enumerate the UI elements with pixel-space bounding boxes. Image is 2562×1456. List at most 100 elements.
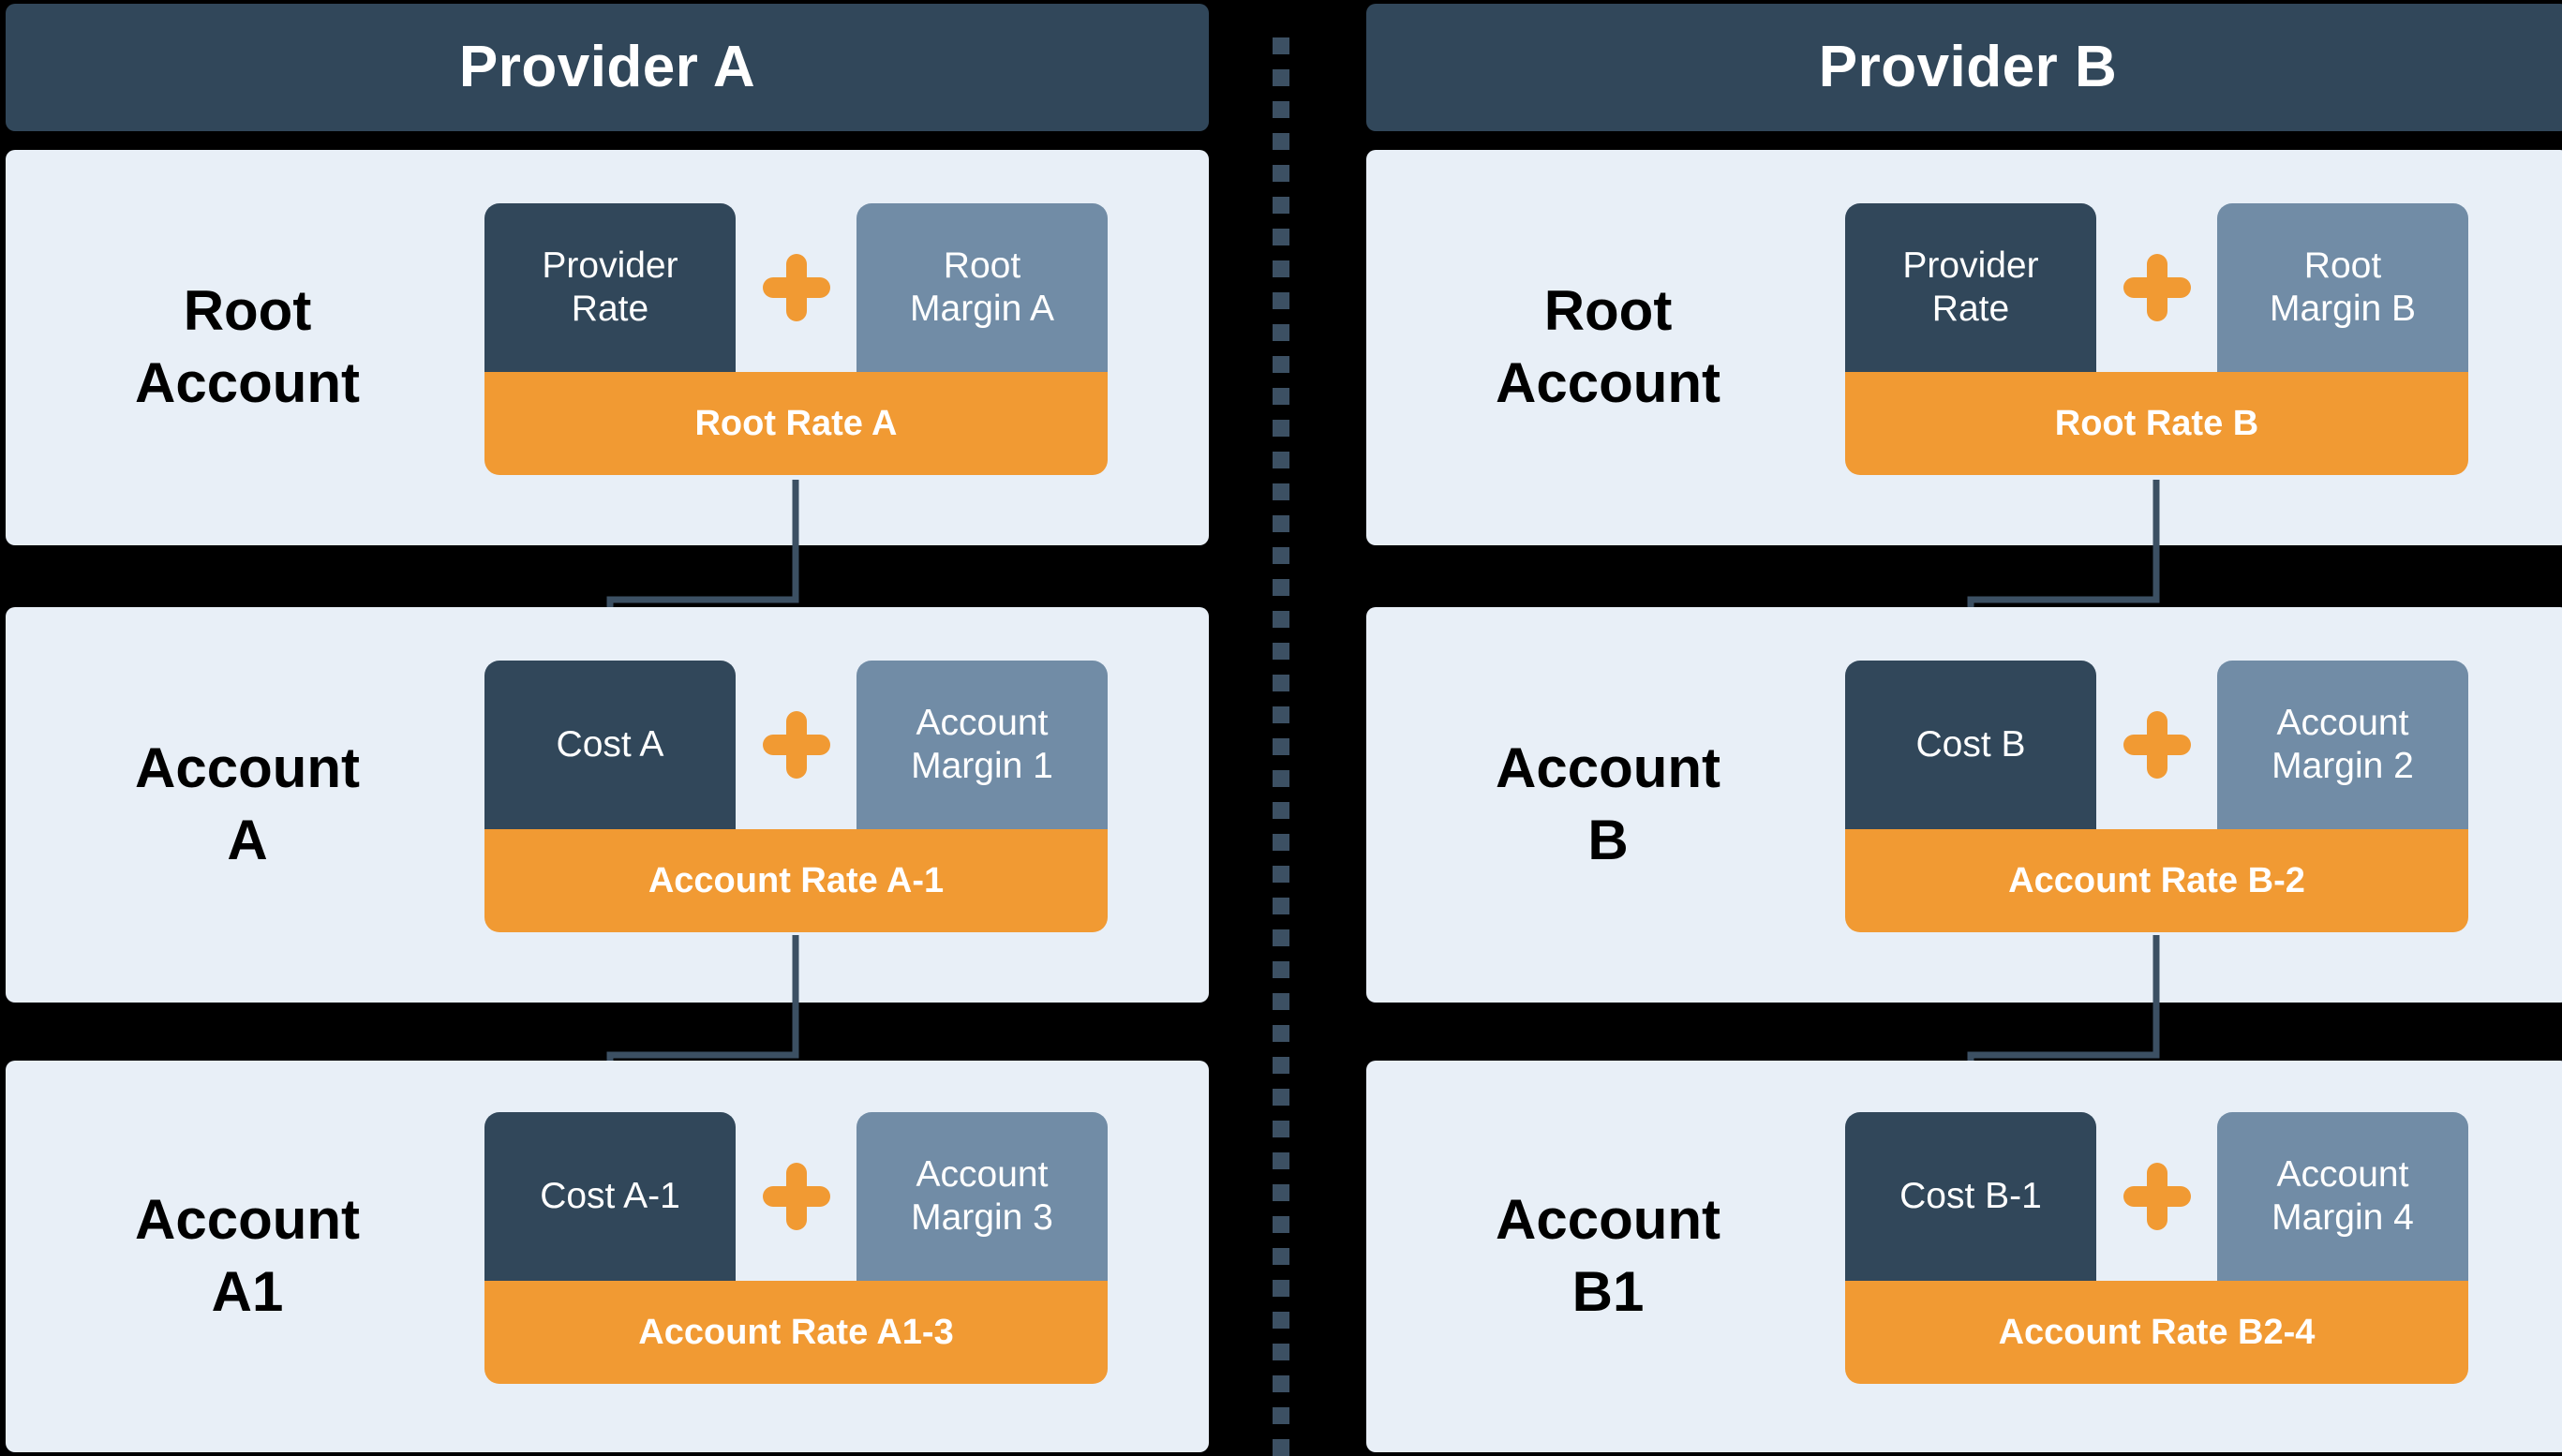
divider-dot	[1273, 929, 1289, 946]
provider-column-b: Provider B Root Account Provider Rate Ro…	[1366, 0, 2562, 1456]
account-label-line-2: B	[1587, 809, 1629, 871]
rate-card-b: Cost B Account Margin 2 Account Rate B-2	[1845, 661, 2468, 932]
cost-box-a1: Cost A-1	[484, 1112, 736, 1281]
account-label-b: Account B	[1393, 607, 1824, 1003]
divider-dot	[1273, 37, 1289, 54]
account-row-root-a: Root Account Provider Rate Root Margin A…	[6, 150, 1209, 545]
divider-dot	[1273, 547, 1289, 564]
cost-box-root-a: Provider Rate	[484, 203, 736, 372]
divider-dot	[1273, 260, 1289, 277]
divider-dot	[1273, 69, 1289, 86]
divider-dot	[1273, 834, 1289, 851]
plus-icon	[762, 1163, 830, 1230]
account-label-root-a: Root Account	[32, 150, 463, 545]
divider-dot	[1273, 1184, 1289, 1201]
divider-dot	[1273, 961, 1289, 978]
account-label-line-1: Account	[135, 1188, 360, 1252]
cost-box-a: Cost A	[484, 661, 736, 829]
divider-dot	[1273, 1344, 1289, 1360]
divider-dot	[1273, 898, 1289, 914]
divider-dot	[1273, 1280, 1289, 1297]
divider-dot	[1273, 1407, 1289, 1424]
margin-box-a1: Account Margin 3	[856, 1112, 1108, 1281]
divider-dot	[1273, 1121, 1289, 1137]
divider-dot	[1273, 770, 1289, 787]
account-label-line-1: Root	[183, 279, 312, 343]
divider-dot	[1273, 643, 1289, 660]
divider-dot	[1273, 706, 1289, 723]
divider-dot	[1273, 1216, 1289, 1233]
margin-box-a: Account Margin 1	[856, 661, 1108, 829]
account-row-root-b: Root Account Provider Rate Root Margin B…	[1366, 150, 2562, 545]
divider-dot	[1273, 101, 1289, 118]
divider-dot	[1273, 133, 1289, 150]
account-label-line-2: Account	[1496, 351, 1720, 414]
account-label-line-2: A	[227, 809, 268, 871]
divider-dot	[1273, 324, 1289, 341]
provider-column-a: Provider A Root Account Provider Rate Ro…	[6, 0, 1209, 1456]
divider-dot	[1273, 292, 1289, 309]
divider-dot	[1273, 1312, 1289, 1329]
divider-dot	[1273, 1439, 1289, 1456]
divider-dot	[1273, 515, 1289, 532]
plus-icon	[2123, 1163, 2191, 1230]
divider-dot	[1273, 611, 1289, 628]
divider-dot	[1273, 1025, 1289, 1042]
rate-card-top: Provider Rate Root Margin B	[1845, 203, 2468, 372]
rate-bar-b1: Account Rate B2-4	[1845, 1281, 2468, 1384]
cost-box-b: Cost B	[1845, 661, 2096, 829]
provider-header-a: Provider A	[6, 4, 1209, 131]
rate-card-root-a: Provider Rate Root Margin A Root Rate A	[484, 203, 1108, 475]
rate-card-a1: Cost A-1 Account Margin 3 Account Rate A…	[484, 1112, 1108, 1384]
account-row-b: Account B Cost B Account Margin 2 Accoun…	[1366, 607, 2562, 1003]
rate-card-top: Cost A-1 Account Margin 3	[484, 1112, 1108, 1281]
rate-bar-a: Account Rate A-1	[484, 829, 1108, 932]
plus-gap	[736, 661, 856, 829]
divider-dot	[1273, 420, 1289, 437]
account-label-line-1: Root	[1543, 279, 1673, 343]
margin-box-root-a: Root Margin A	[856, 203, 1108, 372]
account-label-line-1: Account	[1496, 1188, 1720, 1252]
divider-dot	[1273, 1375, 1289, 1392]
divider-dot	[1273, 197, 1289, 214]
divider-dot	[1273, 483, 1289, 500]
divider-dot	[1273, 229, 1289, 245]
plus-gap	[2096, 203, 2217, 372]
rate-card-top: Cost A Account Margin 1	[484, 661, 1108, 829]
rate-bar-root-b: Root Rate B	[1845, 372, 2468, 475]
rate-card-top: Cost B Account Margin 2	[1845, 661, 2468, 829]
plus-icon	[2123, 254, 2191, 321]
divider-dot	[1273, 738, 1289, 755]
account-label-a: Account A	[32, 607, 463, 1003]
plus-icon	[2123, 711, 2191, 779]
account-label-a1: Account A1	[32, 1061, 463, 1452]
plus-icon	[762, 254, 830, 321]
divider-dot	[1273, 866, 1289, 883]
margin-box-root-b: Root Margin B	[2217, 203, 2468, 372]
rate-card-b1: Cost B-1 Account Margin 4 Account Rate B…	[1845, 1112, 2468, 1384]
rate-bar-a1: Account Rate A1-3	[484, 1281, 1108, 1384]
divider-dot	[1273, 165, 1289, 182]
divider-dot	[1273, 452, 1289, 468]
divider-dot	[1273, 388, 1289, 405]
vertical-dotted-divider	[1273, 37, 1289, 1456]
provider-title-b: Provider B	[1818, 35, 2118, 99]
account-row-a: Account A Cost A Account Margin 1 Accoun…	[6, 607, 1209, 1003]
divider-dot	[1273, 1089, 1289, 1106]
rate-card-top: Provider Rate Root Margin A	[484, 203, 1108, 372]
account-label-line-2: A1	[211, 1260, 284, 1323]
divider-dot	[1273, 1248, 1289, 1265]
divider-dot	[1273, 993, 1289, 1010]
divider-dot	[1273, 675, 1289, 691]
divider-dot	[1273, 579, 1289, 596]
plus-gap	[2096, 1112, 2217, 1281]
cost-box-b1: Cost B-1	[1845, 1112, 2096, 1281]
divider-dot	[1273, 1057, 1289, 1074]
rate-card-top: Cost B-1 Account Margin 4	[1845, 1112, 2468, 1281]
rate-card-root-b: Provider Rate Root Margin B Root Rate B	[1845, 203, 2468, 475]
divider-dot	[1273, 1152, 1289, 1169]
account-row-a1: Account A1 Cost A-1 Account Margin 3 Acc…	[6, 1061, 1209, 1452]
cost-box-root-b: Provider Rate	[1845, 203, 2096, 372]
margin-box-b1: Account Margin 4	[2217, 1112, 2468, 1281]
